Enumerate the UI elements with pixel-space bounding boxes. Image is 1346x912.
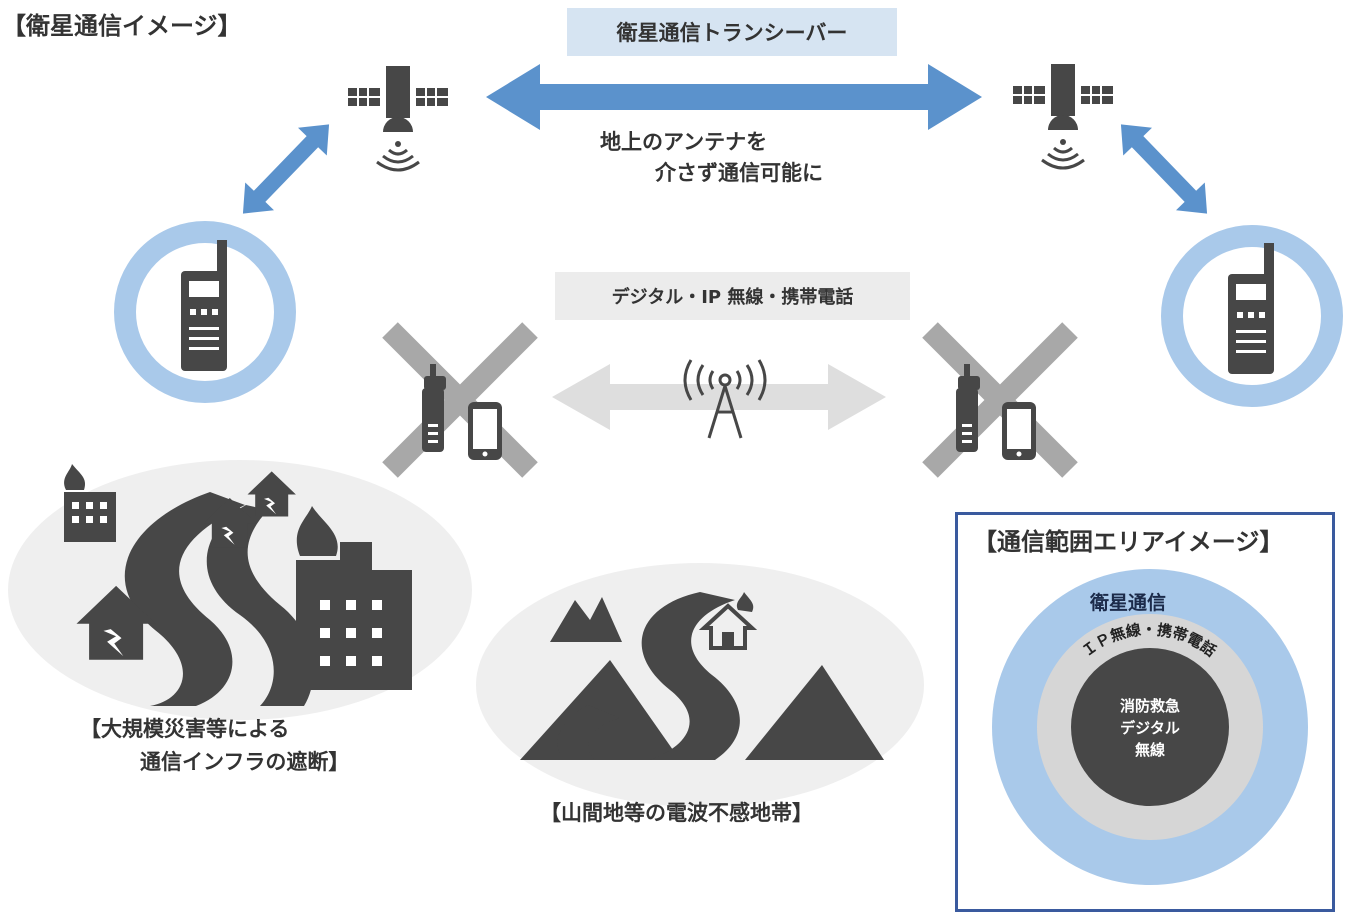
transceiver-label: 衛星通信トランシーバー	[616, 21, 848, 45]
road-icon	[124, 492, 314, 706]
cell-tower-icon	[683, 359, 767, 439]
left-uplink-arrow	[242, 124, 330, 214]
ground-network-label: デジタル・IP 無線・携帯電話	[611, 287, 854, 308]
blocked-devices-left	[382, 322, 538, 478]
coverage-title: 【通信範囲エリアイメージ】	[973, 528, 1284, 556]
satellite-icon	[1011, 62, 1115, 170]
satellite-link-arrow	[486, 64, 982, 130]
disaster-caption-line1: 【大規模災害等による	[80, 717, 290, 741]
transceiver-description-line1: 地上のアンテナを	[600, 130, 768, 154]
building-fire-icon	[296, 506, 412, 690]
transceiver-description-line2: 介さず通信可能に	[655, 161, 823, 185]
mountain-caption: 【山間地等の電波不感地帯】	[540, 801, 813, 825]
coverage-inner-label-line: 無線	[1134, 741, 1165, 759]
coverage-ring-right	[1161, 225, 1343, 407]
blocked-devices-right	[922, 322, 1078, 478]
ground-network-badge: デジタル・IP 無線・携帯電話	[555, 272, 910, 320]
coverage-inner-label-line: 消防救急	[1119, 697, 1180, 715]
coverage-inner-label: 消防救急 デジタル 無線	[1095, 695, 1205, 761]
ground-network-arrow	[552, 364, 886, 430]
radio-handset-icon	[1228, 243, 1274, 374]
house-icon	[698, 592, 758, 650]
right-uplink-arrow	[1120, 124, 1208, 214]
transceiver-badge: 衛星通信トランシーバー	[567, 8, 897, 56]
page-title: 【衛星通信イメージ】	[2, 12, 242, 40]
disaster-caption-line2: 通信インフラの遮断】	[140, 750, 350, 774]
coverage-inner-circle	[1071, 648, 1229, 806]
radio-handset-icon	[181, 240, 227, 371]
building-fire-icon	[64, 464, 116, 542]
road-icon	[557, 592, 740, 760]
coverage-inner-label-line: デジタル	[1120, 719, 1180, 737]
satellite-icon	[346, 64, 450, 172]
coverage-ring-left	[114, 221, 296, 403]
coverage-outer-label: 衛星通信	[1090, 592, 1167, 614]
